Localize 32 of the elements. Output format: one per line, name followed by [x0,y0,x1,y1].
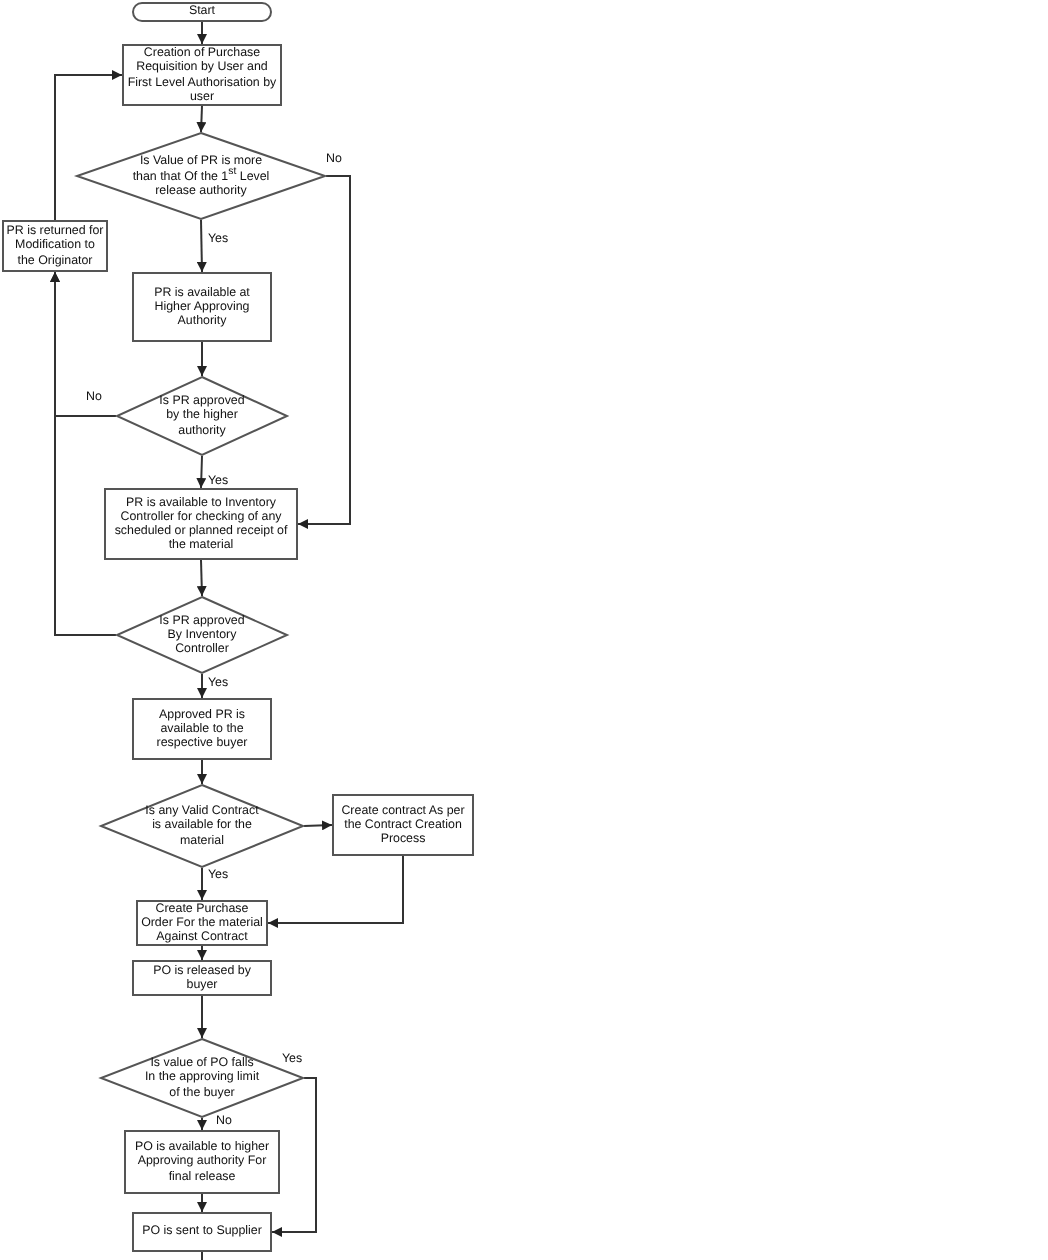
arrow [197,945,207,961]
decision-diamond [100,1038,304,1118]
arrow [197,759,207,785]
process-box [132,1212,272,1252]
decision-diamond [100,784,304,868]
process-box [132,960,272,996]
arrow [297,175,351,529]
arrow [196,455,207,489]
decision-diamond [116,596,288,674]
decision-diamond [76,132,326,220]
process-box [332,794,474,856]
arrow [196,105,207,133]
arrow [197,867,207,901]
arrow [271,1077,317,1237]
terminal-shape [132,2,272,22]
arrow [303,820,333,831]
arrow [267,855,404,928]
arrow [197,341,207,377]
process-box [132,698,272,760]
decision-diamond [116,376,288,456]
arrow [197,673,207,699]
arrow [197,1193,207,1213]
connector-line [201,1251,203,1260]
process-box [124,1130,280,1194]
arrow [50,271,117,636]
arrow [196,559,207,597]
arrow [197,1117,207,1131]
arrow [197,21,207,45]
arrow [196,219,207,273]
process-box [132,272,272,342]
arrow [197,995,207,1039]
arrow [54,70,123,221]
